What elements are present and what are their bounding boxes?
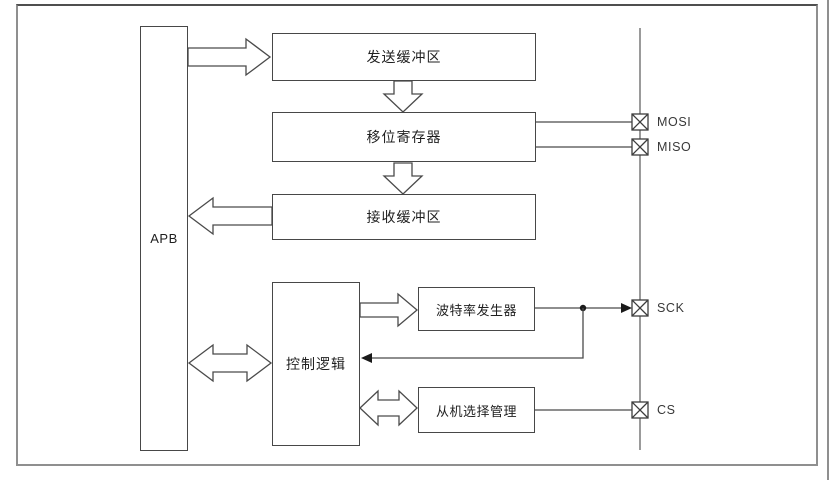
baud-rate-generator-box: 波特率发生器 [418, 287, 535, 331]
shift-register-label: 移位寄存器 [366, 129, 442, 145]
arrowhead-into-sck [621, 303, 632, 313]
slave-select-label: 从机选择管理 [435, 403, 517, 419]
shift-register-box: 移位寄存器 [272, 112, 536, 162]
arrow-rxbuffer-to-apb [187, 196, 273, 236]
diagram-border-frame [16, 4, 818, 466]
tx-buffer-label: 发送缓冲区 [366, 49, 442, 65]
apb-bus-label: APB [150, 231, 178, 246]
pin-miso-label: MISO [657, 140, 692, 154]
arrow-txbuffer-to-shift [382, 80, 424, 113]
pin-pad-icon-sck [631, 299, 649, 317]
baud-rate-generator-label: 波特率发生器 [435, 302, 517, 318]
apb-bus-box: APB [140, 26, 188, 451]
page-edge-line [827, 0, 829, 480]
tx-buffer-box: 发送缓冲区 [272, 33, 536, 81]
slave-select-box: 从机选择管理 [418, 387, 535, 433]
control-logic-label: 控制逻辑 [286, 356, 346, 372]
pin-cs-label: CS [657, 403, 676, 417]
pin-pad-icon-cs [631, 401, 649, 419]
arrow-apb-to-txbuffer [187, 37, 272, 77]
arrow-control-to-baud [359, 292, 419, 328]
pin-pad-icon-miso [631, 138, 649, 156]
line-sck-feedback-to-control [371, 308, 584, 359]
control-logic-box: 控制逻辑 [272, 282, 360, 446]
arrow-apb-control-bidir [187, 343, 273, 383]
rx-buffer-label: 接收缓冲区 [366, 209, 442, 225]
arrow-control-slavesel-bidir [359, 389, 418, 427]
rx-buffer-box: 接收缓冲区 [272, 194, 536, 240]
arrowhead-into-control-logic [361, 353, 372, 363]
pin-mosi-label: MOSI [657, 115, 692, 129]
arrow-shift-to-rxbuffer [382, 162, 424, 195]
pin-sck-label: SCK [657, 301, 685, 315]
pin-pad-icon-mosi [631, 113, 649, 131]
